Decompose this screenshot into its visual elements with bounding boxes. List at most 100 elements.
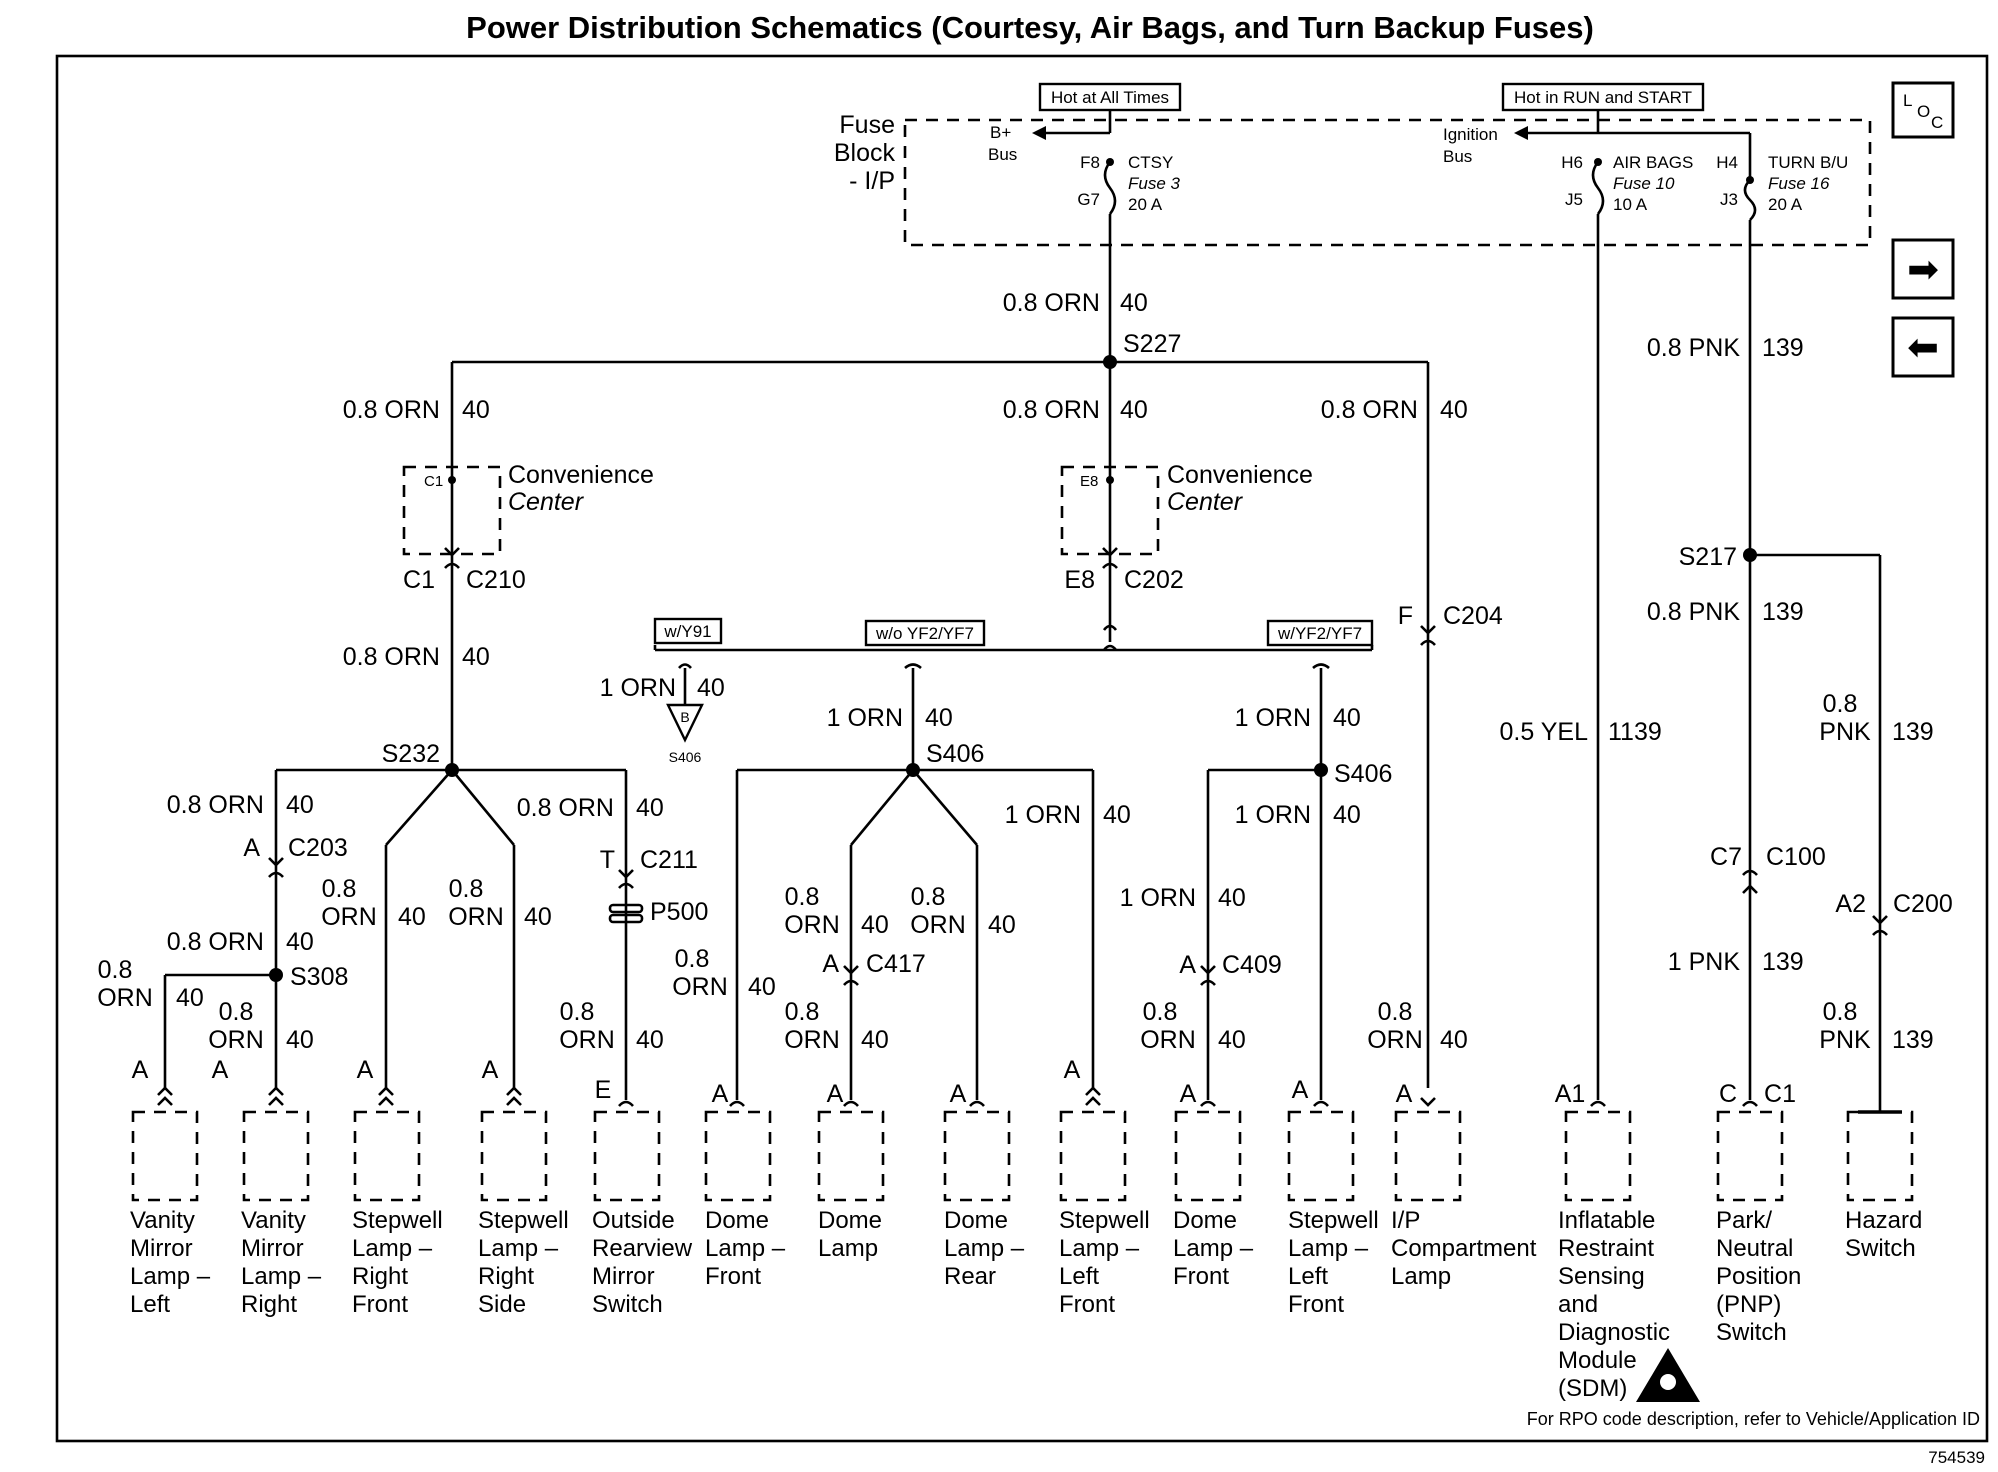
label-dome-lamp: Dome Lamp [818, 1207, 882, 1262]
svg-text:C210: C210 [466, 566, 526, 594]
svg-text:Front: Front [705, 1263, 761, 1290]
svg-text:Right: Right [241, 1291, 297, 1318]
svg-text:0.8: 0.8 [911, 883, 946, 911]
svg-text:Lamp –: Lamp – [1288, 1235, 1369, 1262]
location-button[interactable]: L O C [1891, 81, 1955, 139]
svg-text:Stepwell: Stepwell [352, 1207, 443, 1234]
right-arrow-icon: ➡ [1907, 249, 1939, 291]
svg-text:40: 40 [286, 1026, 314, 1054]
label-hazard: Hazard Switch [1845, 1207, 1922, 1262]
fuse-block: Fuse Block - I/P Hot at All Times Hot in… [834, 82, 1872, 247]
stepwell-lamp-right-side [480, 1110, 548, 1202]
svg-text:(PNP): (PNP) [1716, 1291, 1781, 1318]
convenience-center-left: C1 Convenience Center [402, 461, 654, 556]
outside-rearview-mirror-switch [593, 1110, 661, 1202]
svg-text:B: B [680, 709, 689, 725]
svg-text:C100: C100 [1766, 843, 1826, 871]
svg-text:Rear: Rear [944, 1263, 996, 1290]
svg-text:w/o YF2/YF7: w/o YF2/YF7 [875, 624, 974, 643]
svg-text:B+: B+ [990, 123, 1011, 142]
svg-text:40: 40 [1120, 396, 1148, 424]
svg-text:ORN: ORN [910, 911, 966, 939]
svg-text:40: 40 [925, 704, 953, 732]
stepwell-lamp-left-front-2 [1287, 1110, 1355, 1202]
previous-page-button[interactable]: ⬅ [1891, 316, 1955, 378]
svg-text:w/Y91: w/Y91 [663, 622, 711, 641]
loc-o: O [1917, 102, 1930, 121]
svg-text:A: A [1064, 1056, 1081, 1084]
b-plus-bus-arrow-icon [1032, 126, 1046, 140]
svg-text:Convenience: Convenience [508, 461, 654, 489]
airbag-warning-icon [1636, 1348, 1700, 1402]
turn-bu-fuse: H4 J3 TURN B/U Fuse 16 20 A [1716, 153, 1848, 221]
svg-text:Lamp –: Lamp – [352, 1235, 433, 1262]
svg-text:H4: H4 [1716, 153, 1738, 172]
svg-text:Dome: Dome [818, 1207, 882, 1234]
svg-text:C204: C204 [1443, 602, 1503, 630]
hot-in-run-start-tag: Hot in RUN and START [1501, 82, 1705, 112]
svg-text:C7: C7 [1710, 843, 1742, 871]
svg-text:Stepwell: Stepwell [478, 1207, 569, 1234]
figure-id: 754539 [1928, 1448, 1985, 1467]
ignition-bus-arrow-icon [1514, 126, 1528, 140]
connector-socket-icon [444, 562, 460, 569]
svg-text:1 ORN: 1 ORN [1235, 704, 1311, 732]
label-dome-front-1: Dome Lamp – Front [705, 1207, 786, 1290]
stepwell-lamp-left-front-1 [1059, 1110, 1127, 1202]
svg-text:Inflatable: Inflatable [1558, 1207, 1655, 1234]
svg-text:Switch: Switch [1845, 1235, 1916, 1262]
svg-text:and: and [1558, 1291, 1598, 1318]
ground-b-icon: B S406 [666, 703, 704, 765]
next-page-button[interactable]: ➡ [1891, 238, 1955, 300]
svg-text:0.8: 0.8 [785, 883, 820, 911]
fuse-block-outline [903, 118, 1872, 247]
stepwell-lamp-right-front [353, 1110, 421, 1202]
svg-text:A: A [712, 1080, 729, 1108]
svg-text:Stepwell: Stepwell [1288, 1207, 1379, 1234]
svg-text:0.8: 0.8 [1143, 998, 1178, 1026]
svg-text:ORN: ORN [208, 1026, 264, 1054]
svg-text:1 ORN: 1 ORN [1120, 884, 1196, 912]
svg-text:S406: S406 [669, 749, 702, 765]
svg-text:Left: Left [1059, 1263, 1099, 1290]
svg-text:0.8 ORN: 0.8 ORN [167, 791, 264, 819]
svg-text:40: 40 [988, 911, 1016, 939]
svg-text:Fuse 3: Fuse 3 [1128, 174, 1181, 193]
svg-text:Right: Right [478, 1263, 534, 1290]
svg-text:40: 40 [398, 903, 426, 931]
svg-text:1 PNK: 1 PNK [1668, 948, 1741, 976]
svg-text:0.5 YEL: 0.5 YEL [1499, 718, 1588, 746]
svg-text:Fuse 10: Fuse 10 [1613, 174, 1675, 193]
svg-text:S227: S227 [1123, 330, 1181, 358]
svg-text:TURN B/U: TURN B/U [1768, 153, 1848, 172]
svg-text:20 A: 20 A [1128, 195, 1163, 214]
loc-c: C [1931, 113, 1943, 132]
hot-at-all-times-tag: Hot at All Times [1038, 82, 1182, 112]
svg-text:Switch: Switch [1716, 1319, 1787, 1346]
svg-text:ORN: ORN [97, 984, 153, 1012]
svg-text:C1: C1 [424, 473, 443, 490]
svg-text:0.8: 0.8 [560, 998, 595, 1026]
svg-text:S308: S308 [290, 963, 348, 991]
svg-text:CTSY: CTSY [1128, 153, 1173, 172]
svg-text:A: A [1179, 951, 1196, 979]
svg-text:139: 139 [1762, 948, 1804, 976]
svg-text:AIR BAGS: AIR BAGS [1613, 153, 1693, 172]
svg-text:0.8: 0.8 [322, 875, 357, 903]
svg-text:Center: Center [1167, 488, 1244, 516]
svg-text:40: 40 [286, 928, 314, 956]
svg-text:0.8 ORN: 0.8 ORN [1003, 289, 1100, 317]
label-pnp: Park/ Neutral Position (PNP) Switch [1716, 1207, 1801, 1346]
svg-text:ORN: ORN [784, 911, 840, 939]
p500-resistor-icon [608, 903, 644, 924]
diagram-frame [55, 54, 1989, 1443]
rpo-footer-note: For RPO code description, refer to Vehic… [1527, 1409, 1980, 1429]
vanity-mirror-lamp-left [131, 1110, 199, 1202]
svg-text:40: 40 [1333, 801, 1361, 829]
svg-text:40: 40 [1120, 289, 1148, 317]
svg-text:0.8 ORN: 0.8 ORN [343, 396, 440, 424]
svg-text:0.8 ORN: 0.8 ORN [517, 794, 614, 822]
svg-text:Side: Side [478, 1291, 526, 1318]
svg-text:Vanity: Vanity [130, 1207, 195, 1234]
svg-text:A: A [950, 1080, 967, 1108]
